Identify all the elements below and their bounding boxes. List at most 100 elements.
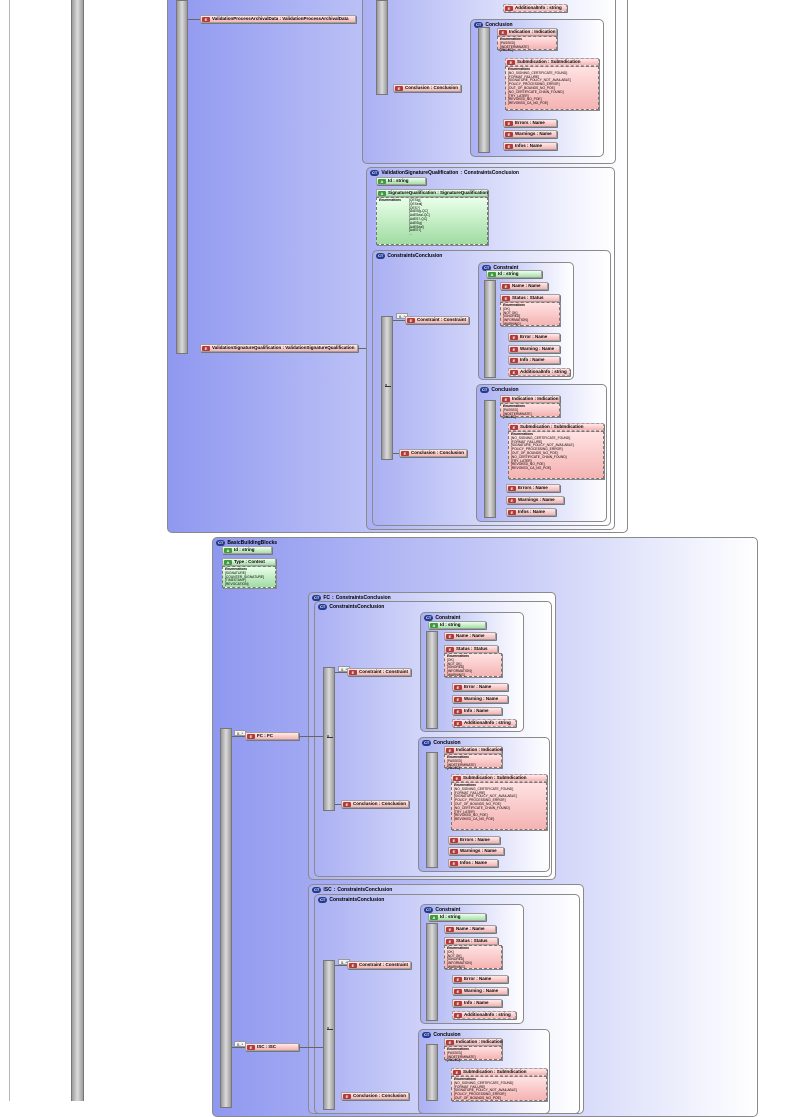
sequence-spine xyxy=(426,752,438,868)
group-type: ConstraintsConclusion xyxy=(335,595,391,601)
attribute-icon: A xyxy=(378,179,386,184)
element-type: Name xyxy=(477,837,490,842)
element-icon: E xyxy=(454,685,462,690)
enum-title: Enumerations xyxy=(379,198,401,202)
attribute-type: string xyxy=(242,547,255,552)
element-icon: E xyxy=(454,697,462,702)
sequence-icon xyxy=(326,733,334,742)
indication-enumerations: Enumerations[PASSED][INDETERMINATE][FAIL… xyxy=(500,403,560,419)
element-icon: E xyxy=(446,1040,454,1045)
element-icon: E xyxy=(247,1045,255,1050)
attribute-type: SignatureQualification xyxy=(440,190,489,195)
element-type: SubIndication xyxy=(553,424,584,429)
element-name: Info xyxy=(464,708,473,713)
status-enumerations: Enumerations[OK][NOT OK][IGNORED][INFORM… xyxy=(444,653,502,677)
element-name: Errors xyxy=(518,485,532,490)
element-icon: E xyxy=(349,670,357,675)
element-type: SubIndication xyxy=(496,775,527,780)
complex-type-icon: CT xyxy=(216,540,226,546)
element-type: Name xyxy=(529,143,543,148)
element-name: Constraint xyxy=(359,962,382,967)
enum-values: [QESig][QESeal][QES?][AdESig-QC][AdESeal… xyxy=(409,198,430,237)
element-icon: E xyxy=(349,963,357,968)
element-icon: E xyxy=(247,734,255,739)
status-enumerations: Enumerations[OK][NOT OK][IGNORED][INFORM… xyxy=(444,945,502,969)
complex-type-icon: CT xyxy=(474,22,484,28)
element-name: Warnings xyxy=(518,497,539,502)
validation-process-archival-data-element[interactable]: E ValidationProcessArchivalData : Valida… xyxy=(200,15,356,23)
element-type: string xyxy=(498,1012,511,1017)
element-type: Status xyxy=(473,938,488,943)
element-name: AdditionalInfo xyxy=(520,369,551,374)
element-name: Warnings xyxy=(460,848,481,853)
sequence-spine xyxy=(376,0,388,95)
element-type: Name xyxy=(479,976,492,981)
element-type: Status xyxy=(529,295,544,300)
element-name: Constraint xyxy=(359,669,382,674)
context-enumerations: Enumerations[SIGNATURE][COUNTER_SIGNATUR… xyxy=(222,566,276,588)
element-icon: E xyxy=(401,451,409,456)
enum-title: Enumerations xyxy=(454,1077,476,1081)
element-name: Conclusion xyxy=(405,85,430,90)
sequence-spine xyxy=(478,27,490,153)
element-name: Name xyxy=(512,283,525,288)
element-name: SubIndication xyxy=(520,424,550,429)
element-type: SubIndication xyxy=(496,1069,527,1074)
element-icon: E xyxy=(508,486,516,491)
